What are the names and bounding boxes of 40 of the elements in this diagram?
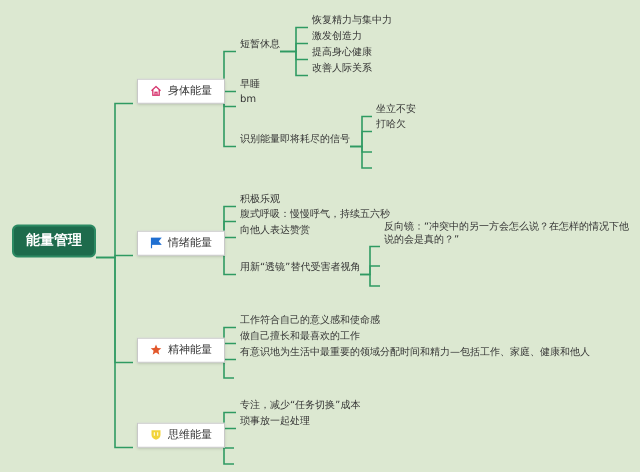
branch-line: [223, 102, 236, 108]
branch-line: [223, 102, 236, 148]
branch-line: [223, 362, 234, 379]
main-topic: [137, 230, 225, 256]
main-topic: [137, 422, 225, 448]
subtopic-text: 做自己擅长和最喜欢的工作: [240, 330, 360, 344]
topic-label: 情绪能量: [168, 234, 212, 251]
subtopic-text: 积极乐观: [240, 194, 280, 206]
subtopic-text: 恢复精力与集中力: [312, 14, 392, 28]
subtopic-text: 识别能量即将耗尽的信号: [240, 134, 350, 146]
subtopic-text: 反向镜：“冲突中的另一方会怎么说？在怎样的情况下他说的会是真的？”: [384, 222, 634, 246]
main-topic: [137, 78, 225, 104]
branch-line: [223, 254, 236, 276]
subtopic-text: 早睡: [240, 78, 260, 92]
subtopic-text: 腹式呼吸：慢慢呼气，持续五六秒: [240, 208, 390, 222]
topic-label: 身体能量: [168, 82, 212, 99]
subtopic-text: 提高身心健康: [312, 46, 372, 60]
subtopic-text: 坐立不安: [376, 104, 416, 116]
branch-line: [223, 446, 234, 449]
subtopic-text: 打哈欠: [376, 118, 406, 132]
branch-line: [96, 256, 133, 448]
topic-label: 精神能量: [168, 342, 212, 358]
branch-line: [223, 358, 236, 364]
branch-line: [280, 50, 308, 76]
subtopic-text: 激发创造力: [312, 30, 362, 44]
main-topic: [137, 338, 225, 362]
root-topic: 能量管理: [12, 224, 96, 258]
branch-line: [350, 146, 372, 169]
subtopic-text: 向他人表达赞赏: [240, 224, 310, 238]
branch-line: [360, 274, 380, 287]
subtopic-text: bm: [240, 94, 256, 106]
subtopic-text: 工作符合自己的意义感和使命感: [240, 314, 380, 328]
subtopic-text: 改善人际关系: [312, 62, 372, 76]
branch-line: [223, 446, 234, 465]
subtopic-text: 有意识地为生活中最重要的领域分配时间和精力—包括工作、家庭、健康和他人: [240, 346, 590, 360]
subtopic-text: 短暂休息: [240, 38, 280, 52]
subtopic-text: 专注，减少“任务切换”成本: [240, 400, 360, 412]
topic-label: 思维能量: [168, 426, 212, 443]
subtopic-text: 用新“透镜”替代受害者视角: [240, 262, 360, 274]
subtopic-text: 琐事放一起处理: [240, 416, 310, 428]
